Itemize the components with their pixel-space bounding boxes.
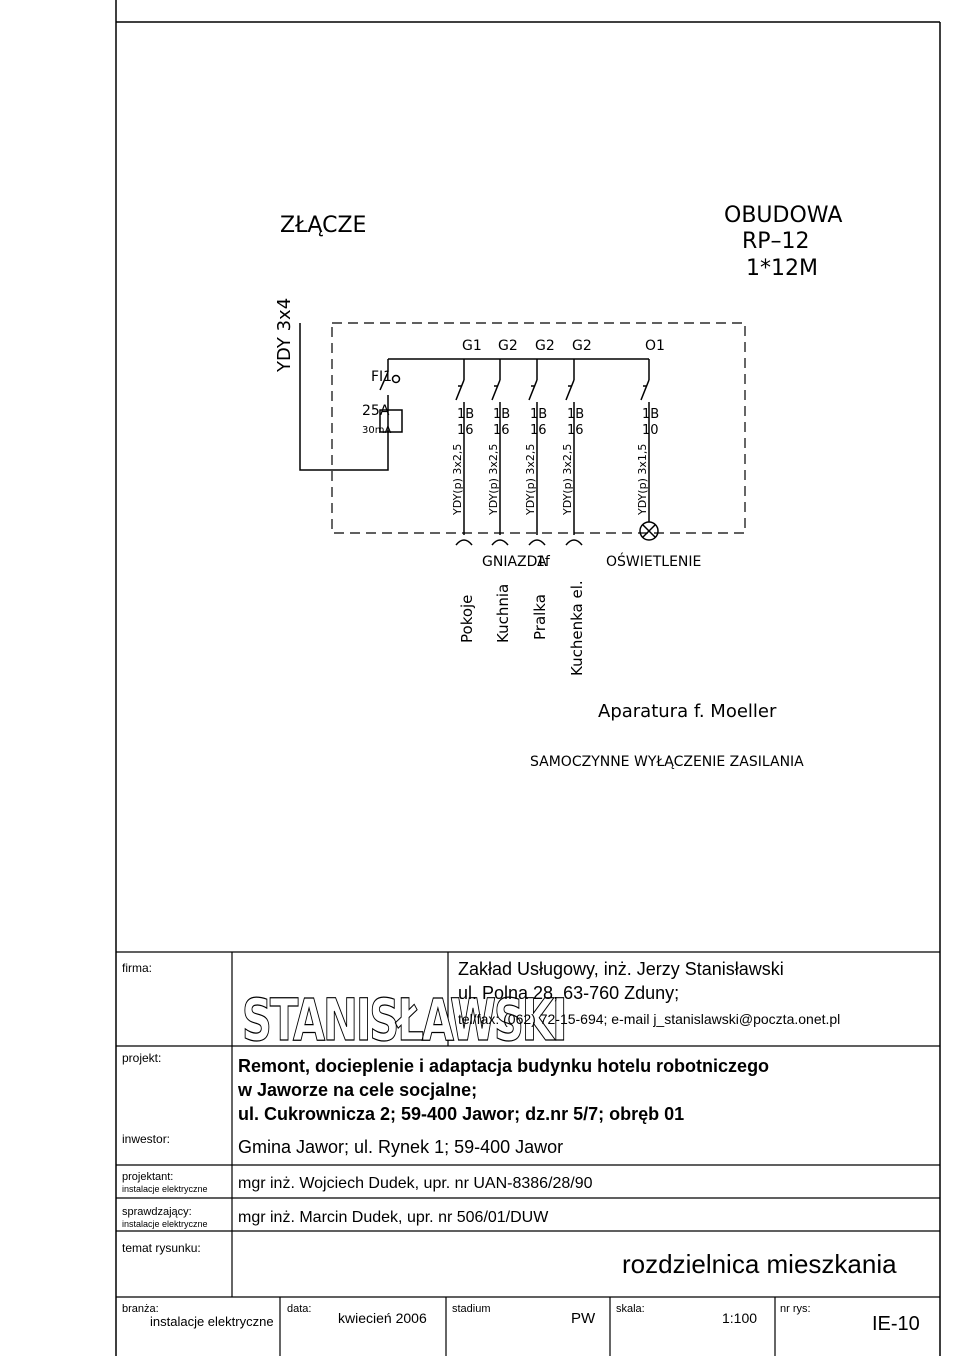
nr-rys-label: nr rys: [780,1303,811,1315]
sprawdzajacy-value: mgr inż. Marcin Dudek, upr. nr 506/01/DU… [238,1209,549,1226]
fi-current: 30mA [362,425,391,436]
aparatura-label: Aparatura f. Moeller [598,701,777,722]
breakers [455,359,650,535]
svg-text:16: 16 [567,423,584,438]
group-label-4: G2 [572,338,592,354]
circuit-pokoje: Pokoje [458,595,476,643]
svg-text:STANISŁAWSKI: STANISŁAWSKI [242,986,565,1054]
circuit-kuchenka: Kuchenka el. [568,580,586,676]
nr-rys-value: IE-10 [872,1313,920,1335]
circuit-pralka: Pralka [531,594,549,640]
svg-text:16: 16 [457,423,474,438]
company-line1: Zakład Usługowy, inż. Jerzy Stanisławski [458,959,784,979]
titleblock-text: firma: Zakład Usługowy, inż. Jerzy Stani… [122,959,920,1335]
oswietlenie-label: OŚWIETLENIE [606,552,701,570]
cable-label-5: YDY(p) 3x1,5 [636,444,649,516]
obudowa-line3: 1*12M [746,256,818,281]
projekt-line3: ul. Cukrownicza 2; 59-400 Jawor; dz.nr 5… [238,1104,684,1124]
data-label: data: [287,1303,311,1315]
gniazda-label: GNIAZDA [482,554,547,570]
socket-symbols [455,539,583,546]
svg-text:16: 16 [493,423,510,438]
supply-cable-label: YDY 3x4 [274,298,295,373]
svg-text:10: 10 [642,423,659,438]
samoczynne-label: SAMOCZYNNE WYŁĄCZENIE ZASILANIA [530,754,804,770]
group-label-3: G2 [535,338,555,354]
projektant-value: mgr inż. Wojciech Dudek, upr. nr UAN-838… [238,1175,593,1192]
data-value: kwiecień 2006 [338,1310,427,1326]
schematic [299,322,746,546]
sprawdzajacy-label: sprawdzający: [122,1206,192,1218]
company-logo: STANISŁAWSKI [241,986,568,1055]
sheet-frame [115,0,941,1356]
branza-value: instalacje elektryczne [150,1314,274,1329]
cable-label-2: YDY(p) 3x2,5 [487,444,500,516]
fi-label: FI1 [371,369,392,385]
svg-text:16: 16 [530,423,547,438]
skala-label: skala: [616,1303,645,1315]
obudowa-line2: RP–12 [742,229,810,254]
circuit-kuchnia: Kuchnia [494,584,512,643]
group-label-2: G2 [498,338,518,354]
skala-value: 1:100 [722,1310,757,1326]
svg-text:1B: 1B [642,407,659,422]
branza-label: branża: [122,1303,159,1315]
temat-value: rozdzielnica mieszkania [622,1249,897,1279]
temat-label: temat rysunku: [122,1241,201,1255]
cable-label-4: YDY(p) 3x2,5 [561,444,574,516]
company-line2: ul. Polna 28, 63-760 Zduny; [458,983,679,1003]
svg-text:1B: 1B [493,407,510,422]
gniazda-phase: 1f [536,554,551,570]
projekt-line2: w Jaworze na cele socjalne; [237,1080,477,1100]
cable-label-3: YDY(p) 3x2,5 [524,444,537,516]
projekt-label: projekt: [122,1051,161,1065]
schematic-labels: ZŁĄCZE OBUDOWA RP–12 1*12M YDY 3x4 FI1 2… [274,203,842,770]
group-label-5: O1 [645,338,665,354]
supply-line [299,323,389,471]
enclosure-dashed [331,322,746,534]
projektant-label: projektant: [122,1171,173,1183]
projektant-sub: instalacje elektryczne [122,1184,208,1194]
stadium-label: stadium [452,1303,491,1315]
cable-label-1: YDY(p) 3x2,5 [451,444,464,516]
inwestor-label: inwestor: [122,1132,170,1146]
zlacze-label: ZŁĄCZE [280,213,366,238]
obudowa-line1: OBUDOWA [724,203,842,228]
group-label-1: G1 [462,338,482,354]
stadium-value: PW [571,1310,596,1327]
sprawdzajacy-sub: instalacje elektryczne [122,1219,208,1229]
titleblock-grid [116,951,940,1356]
lamp-symbol [639,521,659,541]
inwestor-value: Gmina Jawor; ul. Rynek 1; 59-400 Jawor [238,1137,563,1157]
svg-text:1B: 1B [530,407,547,422]
firma-label: firma: [122,961,152,975]
projekt-line1: Remont, docieplenie i adaptacja budynku … [238,1056,769,1076]
svg-text:1B: 1B [457,407,474,422]
fi-rating: 25A [362,403,390,419]
company-line3: tel/fax: (062) 72-15-694; e-mail j_stani… [458,1011,840,1027]
svg-text:1B: 1B [567,407,584,422]
